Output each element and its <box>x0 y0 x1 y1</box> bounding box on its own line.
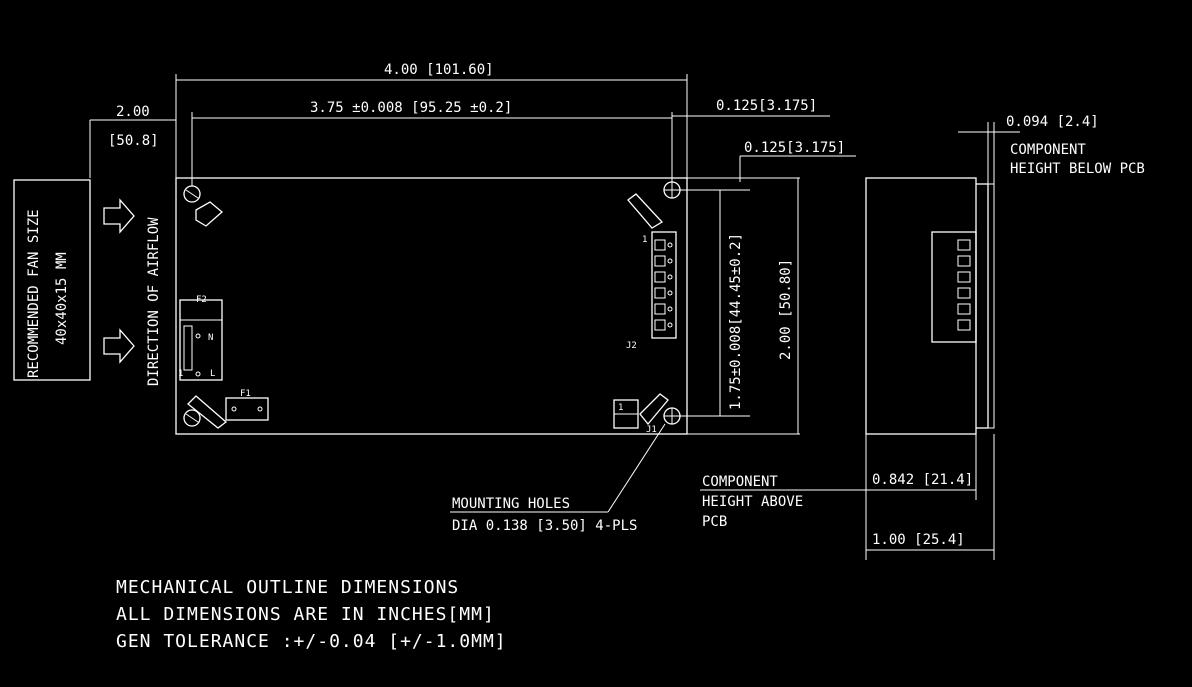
note-line1: MECHANICAL OUTLINE DIMENSIONS <box>116 577 459 598</box>
component-below-line1: COMPONENT <box>1010 142 1086 158</box>
ac-pin1-label: 1 <box>178 369 183 379</box>
slot-bottom-right <box>639 393 669 426</box>
fan-area: RECOMMENDED FAN SIZE 40x40x15 MM DIRECTI… <box>13 179 162 386</box>
dim-hole-spacing-x: 3.75 ±0.008 [95.25 ±0.2] <box>310 100 512 116</box>
connector-j2: 1 J2 <box>626 231 677 351</box>
fan-size-line1: RECOMMENDED FAN SIZE <box>26 209 42 378</box>
side-body-outline <box>865 177 977 435</box>
notes: MECHANICAL OUTLINE DIMENSIONS ALL DIMENS… <box>116 577 507 652</box>
airflow-arrow-bottom-icon <box>103 328 135 364</box>
ac-input-connector: N L 1 F2 <box>178 295 223 381</box>
j2-pin1-label: 1 <box>642 235 647 245</box>
component-above-line1: COMPONENT <box>702 474 778 490</box>
mounting-hole-bottom-left <box>183 409 201 427</box>
fuse-f1: F1 <box>225 389 269 421</box>
mounting-holes-line2: DIA 0.138 [3.50] 4-PLS <box>452 518 637 534</box>
mounting-hole-top-left <box>183 185 201 203</box>
ac-l-label: L <box>210 369 215 379</box>
f1-label: F1 <box>240 389 251 399</box>
j1-pin-label: 1 <box>618 403 623 413</box>
mounting-hole-bottom-right <box>663 407 681 425</box>
component-above-line3: PCB <box>702 514 727 530</box>
dim-overall-length: 4.00 [101.60] <box>384 62 494 78</box>
fan-size-line2: 40x40x15 MM <box>54 252 70 345</box>
mounting-holes-line1: MOUNTING HOLES <box>452 496 570 512</box>
pcb-edge <box>987 183 995 429</box>
j1-label: J1 <box>646 425 657 435</box>
slot-bottom-left <box>187 395 228 429</box>
top-view: 1 J2 1 J1 N L 1 F2 F1 <box>89 62 856 534</box>
dim-below-pcb: 0.094 [2.4] <box>1006 114 1099 130</box>
dim-fan-offset-mm: [50.8] <box>108 133 159 149</box>
dim-right-margin-2: 0.125[3.175] <box>744 140 845 156</box>
dim-right-margin-1: 0.125[3.175] <box>716 98 817 114</box>
mounting-hole-top-right <box>663 181 681 199</box>
dim-overall-width: 2.00 [50.80] <box>778 259 794 360</box>
note-line3: GEN TOLERANCE :+/-0.04 [+/-1.0MM] <box>116 631 507 652</box>
pcb-outline <box>175 177 688 435</box>
slot-top-left <box>195 201 224 227</box>
slot-top-right <box>627 193 664 229</box>
airflow-label: DIRECTION OF AIRFLOW <box>146 217 162 386</box>
dim-above-pcb: 0.842 [21.4] <box>872 472 973 488</box>
component-below-line2: HEIGHT BELOW PCB <box>1010 161 1145 177</box>
note-line2: ALL DIMENSIONS ARE IN INCHES[MM] <box>116 604 495 625</box>
connector-j1: 1 J1 <box>613 399 657 435</box>
ac-n-label: N <box>208 333 213 343</box>
component-above-line2: HEIGHT ABOVE <box>702 494 803 510</box>
dim-total-height: 1.00 [25.4] <box>872 532 965 548</box>
dim-hole-spacing-y: 1.75±0.008[44.45±0.2] <box>728 233 744 410</box>
side-connector <box>931 231 977 343</box>
side-view: 0.094 [2.4] COMPONENT HEIGHT BELOW PCB 0… <box>700 114 1145 560</box>
fan-size-box <box>13 179 91 381</box>
j2-label: J2 <box>626 341 637 351</box>
dim-fan-offset-in: 2.00 <box>116 104 150 120</box>
f2-label: F2 <box>196 295 207 305</box>
airflow-arrow-top-icon <box>103 198 135 234</box>
